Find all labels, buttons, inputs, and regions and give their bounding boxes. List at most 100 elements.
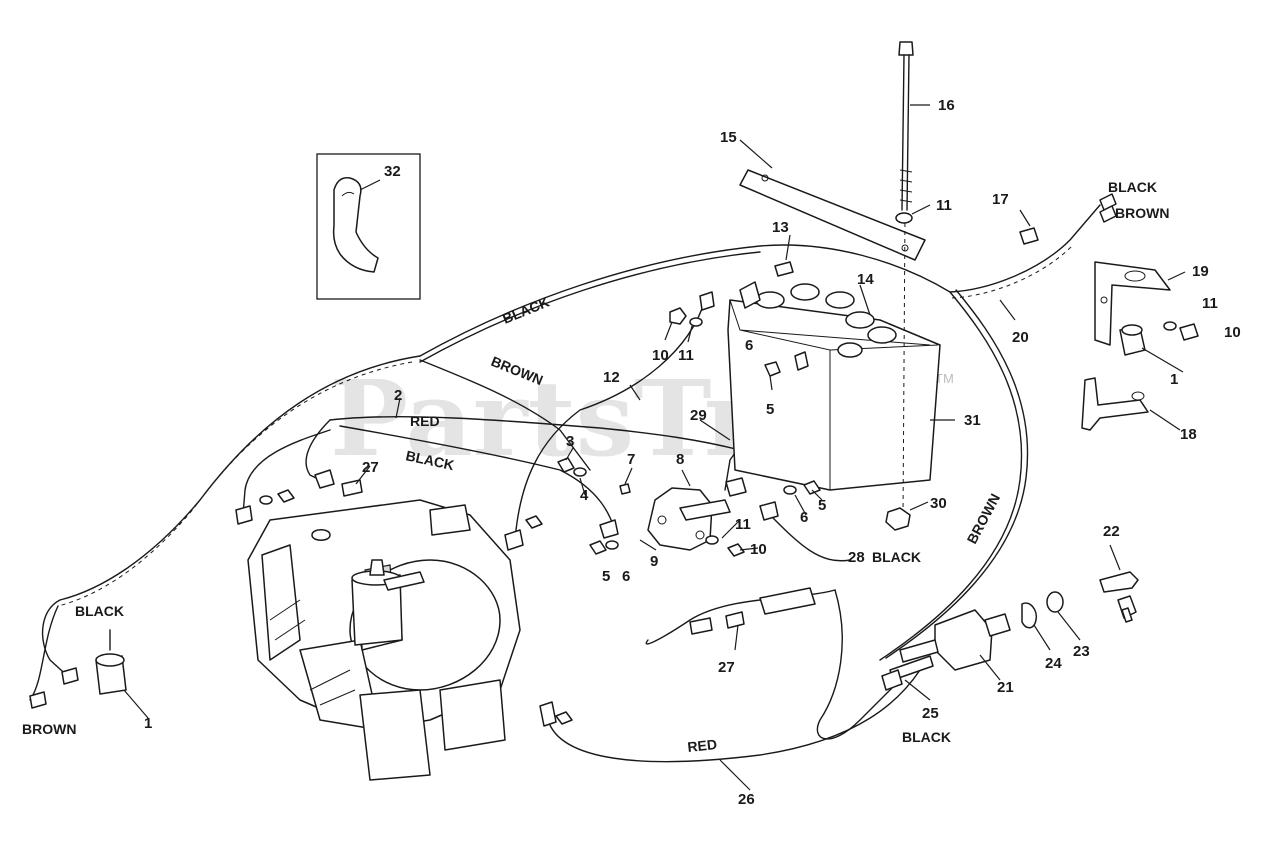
callout-5-right: 5	[818, 497, 826, 514]
screw-17[interactable]	[1019, 227, 1039, 245]
terminal-red[interactable]	[314, 469, 335, 489]
callout-5-top: 5	[766, 401, 774, 418]
callout-10-right: 10	[1224, 324, 1241, 341]
wire-label-black-top: BLACK	[500, 294, 551, 327]
terminal-28[interactable]	[759, 501, 779, 521]
callout-11-low: 11	[735, 516, 751, 533]
connector-plug-1-left[interactable]	[95, 629, 127, 695]
washer-6a[interactable]	[605, 540, 619, 550]
callout-9: 9	[650, 553, 658, 570]
terminal-brown-right[interactable]	[1099, 205, 1117, 223]
callout-2: 2	[394, 387, 402, 404]
connector-27-top[interactable]	[341, 479, 363, 497]
ignition-switch[interactable]	[889, 609, 1011, 681]
callout-21: 21	[997, 679, 1014, 696]
nut-10-right[interactable]	[1179, 323, 1199, 341]
wire-label-black-28: BLACK	[872, 549, 921, 565]
washer-11-top[interactable]	[689, 317, 703, 327]
battery-strap[interactable]	[739, 169, 926, 261]
washer-24[interactable]	[1021, 602, 1038, 629]
screw-7[interactable]	[619, 483, 631, 495]
callout-3: 3	[566, 433, 574, 450]
terminals[interactable]	[29, 193, 1117, 727]
callout-32: 32	[384, 163, 401, 180]
battery[interactable]	[727, 281, 941, 491]
callout-25: 25	[922, 705, 939, 722]
wire-label-black-25: BLACK	[902, 729, 951, 745]
callout-11-top: 11	[678, 347, 694, 364]
nut-5a[interactable]	[589, 540, 607, 555]
nut-10-low[interactable]	[727, 543, 745, 557]
terminal-brown-left[interactable]	[29, 691, 47, 709]
washer-6b[interactable]	[783, 485, 797, 495]
wire-label-brown-right: BROWN	[1115, 205, 1169, 221]
callout-29: 29	[690, 407, 707, 424]
terminal-black-solenoid[interactable]	[599, 519, 619, 539]
connector-27-end[interactable]	[689, 617, 713, 635]
callout-1-right: 1	[1170, 371, 1178, 388]
keys-22[interactable]	[1099, 571, 1139, 623]
callout-26: 26	[738, 791, 755, 808]
callout-18: 18	[1180, 426, 1197, 443]
callout-19: 19	[1192, 263, 1209, 280]
bracket-18[interactable]	[1081, 377, 1149, 431]
nut-30[interactable]	[885, 507, 911, 531]
callout-27-bottom: 27	[718, 659, 735, 676]
washer-4[interactable]	[573, 467, 587, 477]
callout-12: 12	[603, 369, 620, 386]
callouts: 16 15 11 32 13 14 17 19 11 10 20 1 18 31…	[144, 97, 1241, 808]
bracket-19[interactable]	[1094, 261, 1171, 346]
terminal-ring-left[interactable]	[235, 505, 253, 525]
wire-label-brown-left: BROWN	[22, 721, 76, 737]
wire-label-red-26: RED	[687, 736, 718, 755]
connector-27-socket[interactable]	[759, 587, 816, 615]
callout-4: 4	[580, 487, 589, 504]
washer-11-low[interactable]	[705, 535, 719, 545]
callout-10-low: 10	[750, 541, 767, 558]
nut-10-top[interactable]	[669, 307, 687, 325]
callout-20: 20	[1012, 329, 1029, 346]
nut-23[interactable]	[1046, 591, 1064, 613]
terminal-black-left[interactable]	[61, 667, 79, 685]
connector-27-pin[interactable]	[725, 611, 745, 629]
nut-engine-2[interactable]	[525, 515, 543, 529]
callout-13: 13	[772, 219, 789, 236]
hardware[interactable]	[259, 227, 1199, 725]
callout-31: 31	[964, 412, 981, 429]
nut-5b[interactable]	[803, 480, 821, 495]
connector-plug-1-right[interactable]	[1119, 324, 1146, 356]
callout-6-low: 6	[622, 568, 630, 585]
wire-label-black-left: BLACK	[75, 603, 124, 619]
inset-box-part-32[interactable]	[316, 153, 421, 300]
screw-13[interactable]	[774, 261, 794, 277]
callout-30: 30	[930, 495, 947, 512]
washer-engine[interactable]	[259, 495, 273, 505]
terminal-12-battery[interactable]	[699, 291, 715, 311]
callout-16: 16	[938, 97, 955, 114]
nut-26[interactable]	[555, 711, 573, 725]
nut-engine[interactable]	[277, 489, 295, 503]
wire-label-brown-diag: BROWN	[964, 491, 1004, 547]
callout-1-left: 1	[144, 715, 152, 732]
callout-11: 11	[936, 197, 952, 214]
hold-down-rod[interactable]	[898, 41, 914, 516]
callout-10-top: 10	[652, 347, 669, 364]
callout-15: 15	[720, 129, 737, 146]
terminal-29-solenoid[interactable]	[725, 477, 747, 497]
callout-27-top: 27	[362, 459, 379, 476]
washer-11-rod[interactable]	[895, 212, 913, 224]
nut-3[interactable]	[557, 457, 575, 473]
terminal-26[interactable]	[539, 701, 557, 727]
callout-24: 24	[1045, 655, 1062, 672]
callout-28: 28	[848, 549, 865, 566]
wiring	[29, 204, 1101, 763]
callout-17: 17	[992, 191, 1009, 208]
washer-11-right[interactable]	[1163, 321, 1177, 331]
terminal-ring-12[interactable]	[504, 529, 524, 551]
terminal-29-battery[interactable]	[794, 351, 809, 371]
leader-lines	[123, 104, 1186, 791]
starter-motor[interactable]	[351, 559, 425, 646]
terminal-25[interactable]	[881, 669, 903, 691]
screw-6[interactable]	[764, 361, 781, 377]
